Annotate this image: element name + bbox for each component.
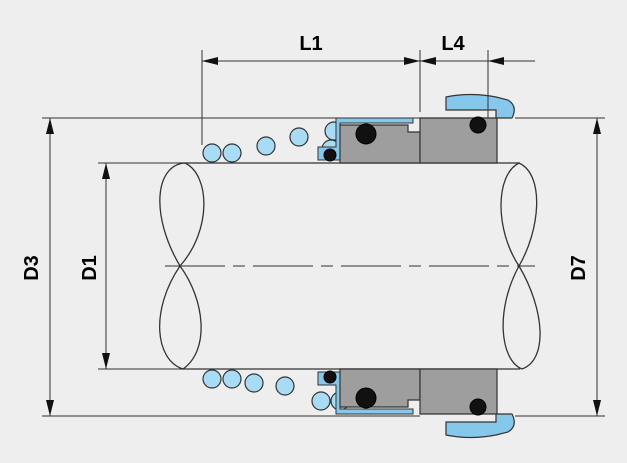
label-d3: D3 (21, 255, 43, 281)
upper-o-rings (323, 116, 487, 162)
dimension-lines (42, 50, 605, 417)
lower-gland (445, 413, 515, 439)
label-d7: D7 (568, 255, 590, 281)
upper-gland (445, 93, 515, 119)
lower-o-rings (323, 370, 487, 416)
upper-rotating-face (339, 124, 421, 164)
label-l4: L4 (441, 33, 465, 55)
label-l1: L1 (299, 33, 322, 55)
dimension-arrowheads (46, 57, 601, 416)
lower-seal-assembly (202, 368, 515, 439)
lower-rotating-face (339, 368, 421, 408)
upper-seal-assembly (202, 93, 515, 164)
label-d1: D1 (79, 255, 101, 281)
lower-spring (202, 369, 350, 411)
